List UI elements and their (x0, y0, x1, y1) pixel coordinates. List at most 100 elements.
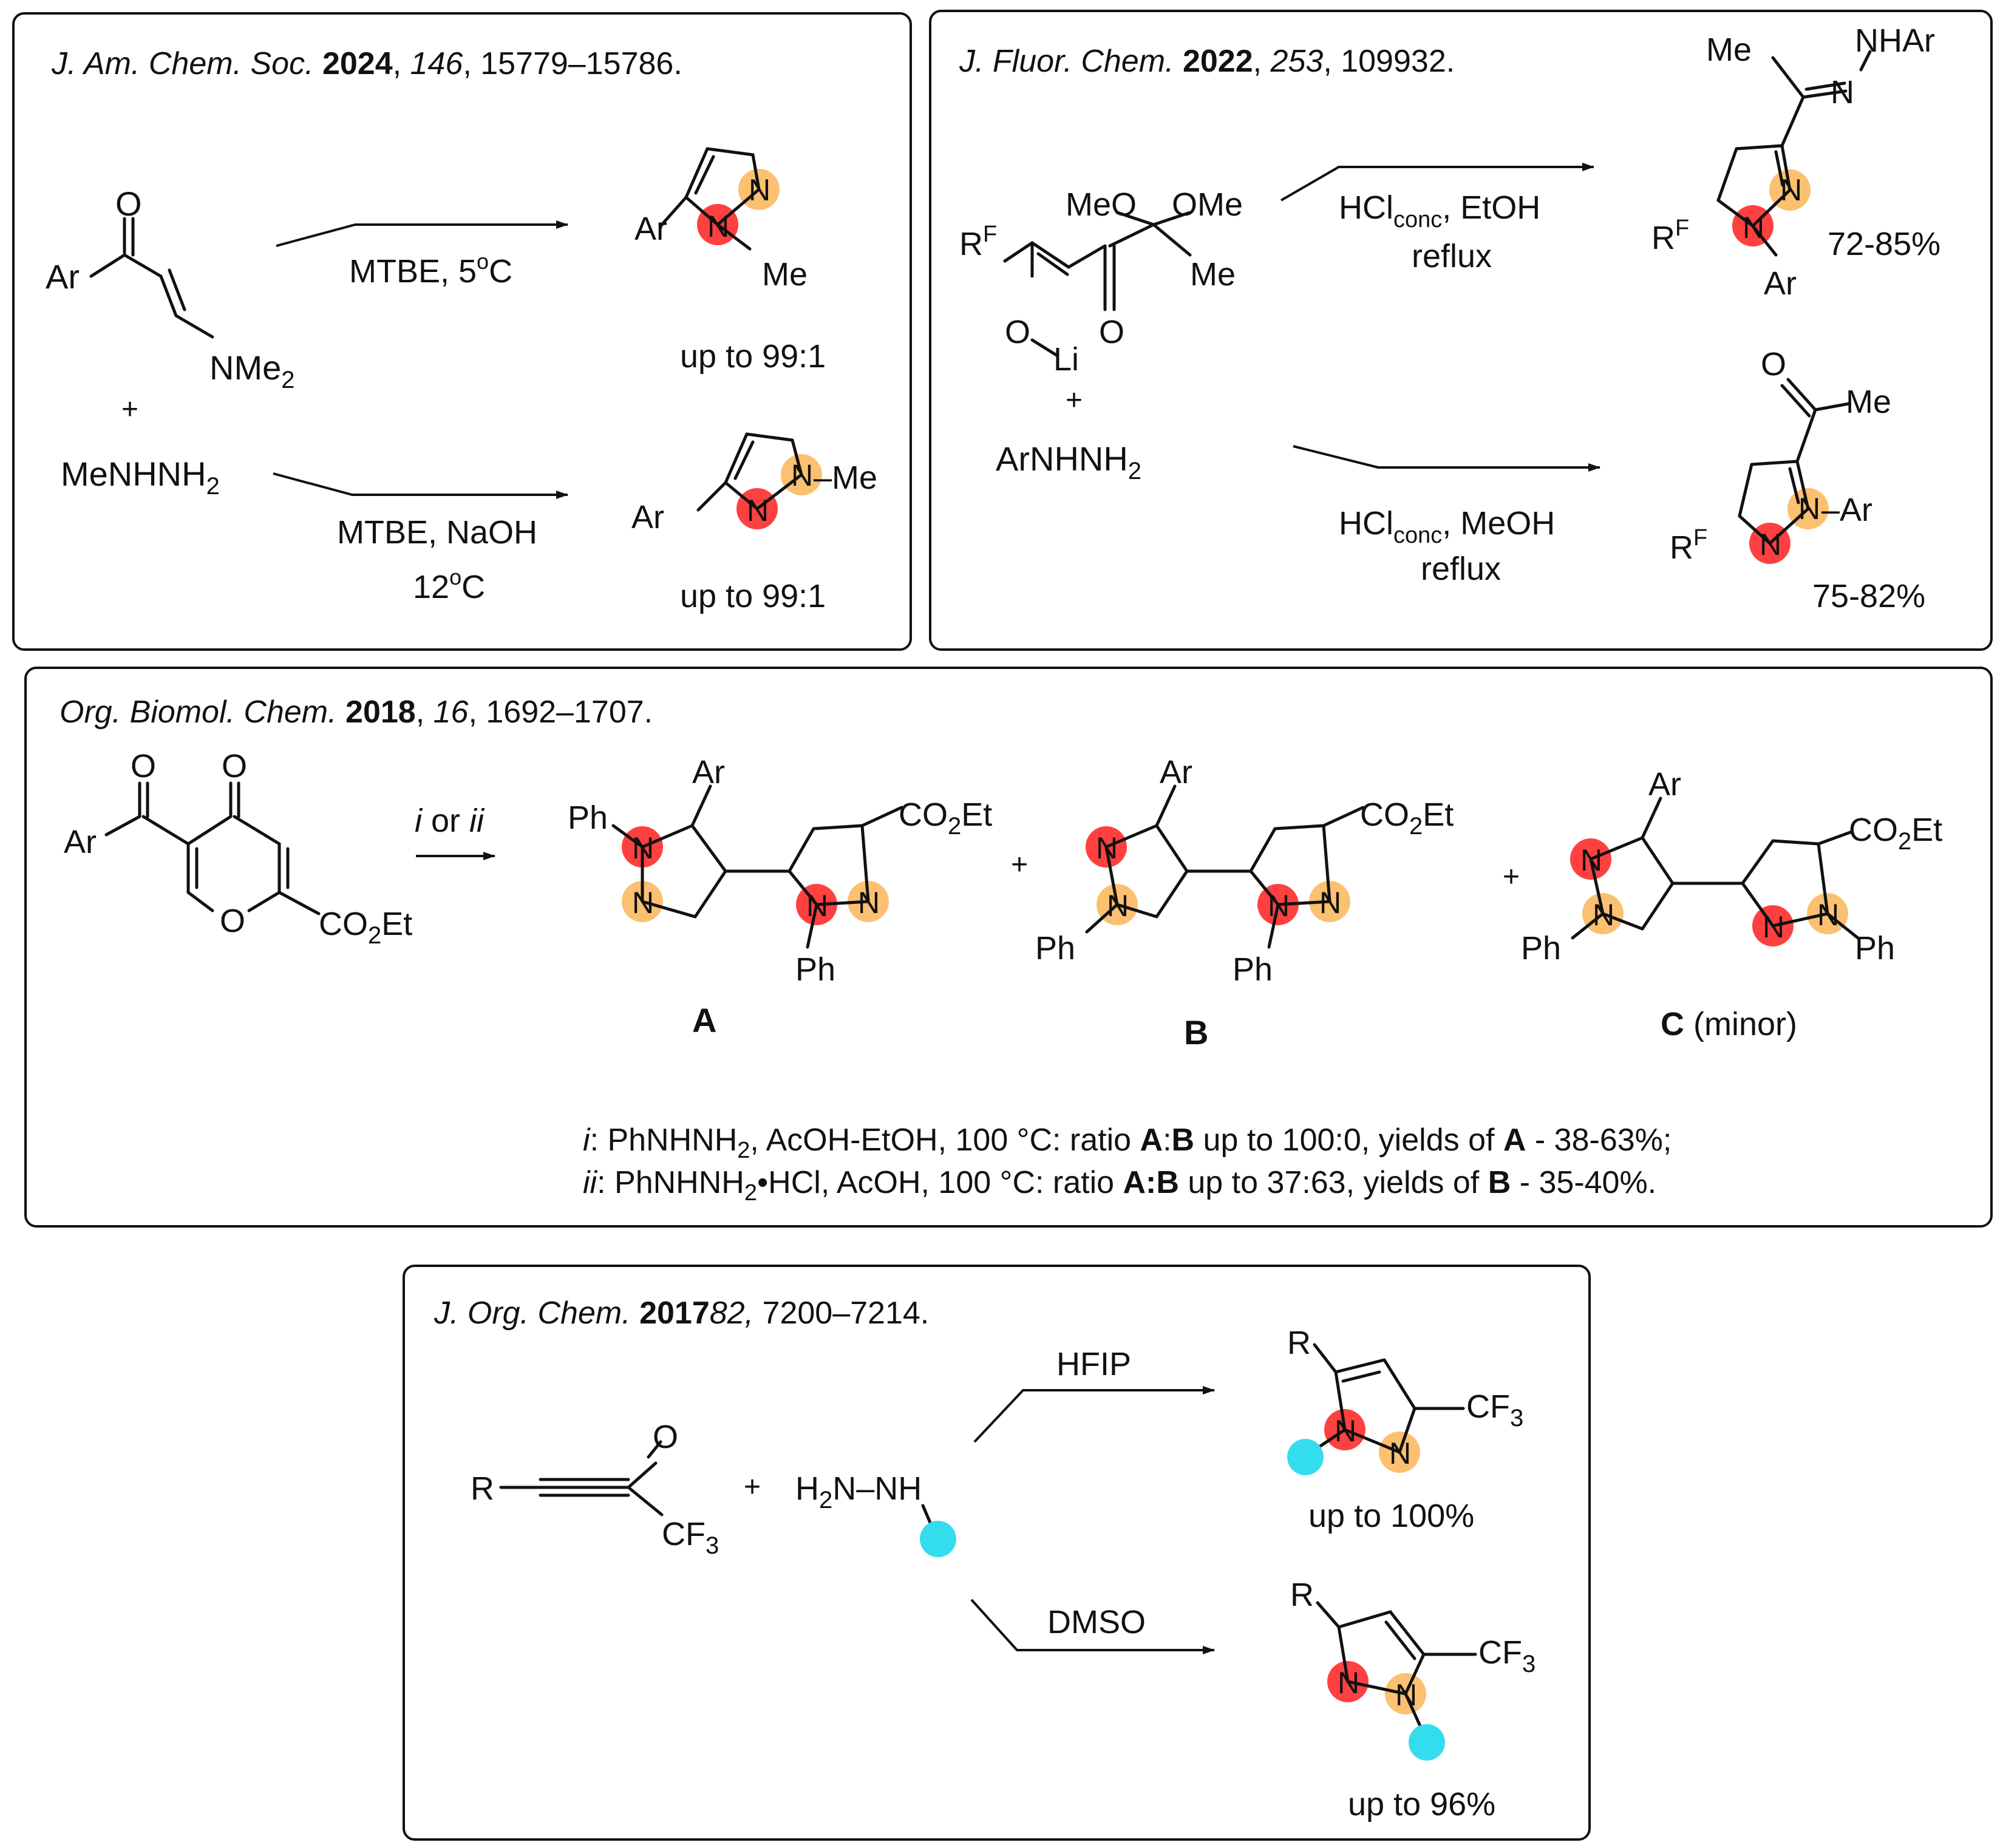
n-phenyl-label: Ph (1035, 930, 1075, 966)
n4-label: N (1817, 898, 1839, 932)
product-2-yield: 75-82% (1812, 578, 1925, 614)
r-label: R (1290, 1577, 1314, 1613)
reference-citation: J. Am. Chem. Soc. 2024, 146, 15779–15786… (51, 46, 682, 81)
aryl-label: Ar (1160, 754, 1192, 790)
hydrazine-label: H2N–NH (795, 1470, 922, 1513)
plus-sign-1: + (1011, 849, 1028, 881)
reaction-arrow-bottom (970, 1598, 1215, 1654)
enolate-oxygen-label: O (1005, 314, 1030, 350)
reference-citation: Org. Biomol. Chem. 2018, 16, 1692–1707. (60, 695, 653, 730)
rf-label: RF (1670, 525, 1707, 566)
n1-label: N (707, 209, 729, 243)
aryl-label: Ar (64, 824, 97, 860)
conditions-note-ii: ii: PhNHNH2•HCl, AcOH, 100 °C: ratio A:B… (583, 1165, 1656, 1206)
methoxy-label: MeO (1066, 186, 1137, 223)
reaction-arrow-bottom (273, 472, 568, 499)
aryl-label: Ar (46, 257, 80, 296)
nhar-label: NHAr (1855, 22, 1935, 59)
product-1-ratio: up to 99:1 (680, 338, 826, 375)
product-1-yield: 72-85% (1828, 226, 1940, 262)
conditions-top: HFIP (1056, 1346, 1131, 1382)
panel-orgbiomolchem-2018: Org. Biomol. Chem. 2018, 16, 1692–1707. … (24, 667, 1993, 1228)
product-2-ratio: up to 99:1 (680, 578, 826, 614)
ester-label: CO2Et (899, 797, 992, 840)
lithium-enolate-structure: RF MeO OMe Me O O Li (959, 186, 1243, 378)
substituent-cyan-marker (1287, 1439, 1324, 1475)
nme2-label: NMe2 (209, 348, 294, 393)
ketone-oxygen-label: O (653, 1419, 678, 1455)
conditions-bottom-temp: 12oC (413, 565, 485, 605)
plus-sign: + (1066, 384, 1083, 416)
n1-label: N (1338, 1666, 1359, 1700)
conditions-bottom-2: reflux (1421, 551, 1501, 587)
rf-label: RF (959, 222, 997, 262)
reaction-arrow-top (973, 1386, 1215, 1443)
product-acetyl-pyrazole: O Me N N –Ar RF (1670, 346, 1891, 566)
methyl-label: Me (1706, 32, 1752, 68)
plus-sign: + (121, 393, 138, 426)
r-label: R (471, 1470, 494, 1507)
methyl-label: –Me (814, 460, 877, 496)
product-b-bipyrazole: Ar N N N N Ph CO2Et Ph B (1035, 754, 1454, 1051)
r-label: R (1287, 1325, 1311, 1361)
product-1-5-pyrazole: N N Ar Me (634, 147, 808, 293)
panel-jfluorchem-2022: J. Fluor. Chem. 2022, 253, 109932. RF Me… (929, 10, 1993, 651)
reference-citation: J. Org. Chem. 201782, 7200–7214. (434, 1296, 929, 1331)
oxygen-label: O (115, 185, 142, 223)
n3-label: N (806, 889, 828, 923)
n3-label: N (1763, 910, 1784, 944)
cf3-label: CF3 (1478, 1634, 1535, 1677)
conditions-bottom: DMSO (1047, 1604, 1146, 1640)
plus-sign-2: + (1503, 861, 1520, 893)
conditions-bottom: MTBE, NaOH (337, 514, 537, 551)
n-phenyl-label-2: Ph (795, 951, 835, 988)
aryl-label: Ar (1648, 766, 1681, 803)
panel-jorgchem-2017: J. Org. Chem. 201782, 7200–7214. R O CF3… (403, 1265, 1591, 1841)
methyl-label: Me (1190, 256, 1236, 293)
product-2-yield: up to 96% (1348, 1786, 1495, 1823)
n1-label: N (1096, 831, 1118, 865)
conditions-note-i: i: PhNHNH2, AcOH-EtOH, 100 °C: ratio A:B… (583, 1123, 1671, 1163)
product-1-5-cf3-pyrazole: R N N CF3 (1287, 1325, 1523, 1475)
n1-label: N (632, 831, 654, 865)
lithium-label: Li (1053, 341, 1079, 378)
n2-label: N (1395, 1678, 1417, 1712)
ester-label: CO2Et (319, 906, 412, 949)
ynone-structure: R O CF3 (471, 1419, 719, 1559)
substituted-hydrazine: H2N–NH (795, 1470, 956, 1557)
n2-label: N (749, 173, 770, 207)
n-phenyl-label: Ph (1521, 930, 1561, 966)
n3-label: N (1268, 889, 1290, 923)
compound-c-label: C (minor) (1661, 1006, 1797, 1042)
panel-border (12, 12, 912, 651)
n2-label: N (1593, 898, 1614, 932)
pyranone-structure: Ar O O O CO2Et (64, 748, 412, 949)
reaction-arrow-top (1280, 163, 1594, 202)
ester-label: CO2Et (1360, 797, 1454, 840)
substituent-cyan-marker (920, 1521, 956, 1557)
n2-label: N (1780, 173, 1802, 207)
product-1-3-pyrazole: N N –Me Ar (631, 432, 877, 535)
n1-label: N (1743, 211, 1764, 245)
reference-citation: J. Fluor. Chem. 2022, 253, 109932. (959, 44, 1455, 79)
ring-oxygen-label: O (220, 903, 245, 939)
imine-n-label: N (1831, 74, 1854, 110)
panel-border (929, 10, 1993, 651)
n2-label: N (747, 494, 769, 528)
aryl-label: Ar (1764, 265, 1797, 302)
cf3-label: CF3 (1466, 1388, 1523, 1432)
aryl-label: Ar (634, 211, 667, 247)
methoxy-label-2: OMe (1172, 186, 1243, 223)
aryl-label: –Ar (1821, 492, 1872, 528)
compound-a-label: A (692, 1001, 716, 1039)
n2-label: N (1389, 1436, 1411, 1470)
product-1-3-cf3-pyrazole: R N N CF3 (1290, 1577, 1535, 1761)
arylhydrazine-label: ArNHNH2 (996, 440, 1141, 484)
ketone-oxygen-label: O (222, 748, 247, 784)
carbonyl-oxygen-label: O (1761, 346, 1786, 382)
methylhydrazine-label: MeNHNH2 (61, 455, 220, 500)
n2-label: N (1760, 528, 1781, 562)
methyl-label: Me (1846, 384, 1891, 420)
conditions-top: MTBE, 5oC (349, 249, 512, 290)
